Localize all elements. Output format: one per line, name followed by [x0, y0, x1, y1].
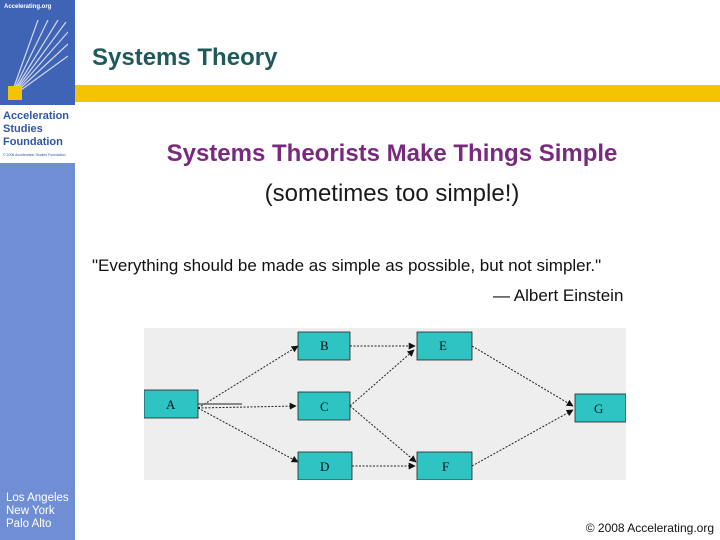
footer-copyright: © 2008 Accelerating.org: [585, 521, 714, 535]
city-los-angeles: Los Angeles: [6, 492, 69, 504]
edge-a-c: [197, 402, 297, 410]
node-e-label: E: [439, 338, 447, 353]
edge-c-e: [349, 349, 415, 407]
logo-line-1: Acceleration: [3, 110, 70, 122]
quote-text: "Everything should be made as simple as …: [92, 256, 602, 275]
slide-title: Systems Theory: [92, 44, 278, 71]
node-a: [144, 389, 199, 419]
node-g: [574, 393, 626, 423]
logo-url: Accelerating.org: [4, 4, 52, 10]
logo-line-2: Studies: [3, 123, 43, 135]
logo-burst-icon: [8, 20, 68, 100]
node-f-label: F: [442, 459, 449, 474]
diagram-nodes: [144, 331, 626, 480]
node-a-label: A: [166, 397, 176, 412]
node-c: [297, 391, 351, 421]
logo: Accelerating.org: [0, 0, 75, 105]
edge-a-b: [197, 345, 299, 409]
logo-wordmark: Acceleration Studies Foundation © 2008 A…: [0, 105, 75, 163]
city-palo-alto: Palo Alto: [6, 518, 52, 530]
node-b: [297, 331, 351, 361]
logo-copyright: © 2008 Acceleration Studies Foundation: [3, 153, 66, 157]
logo-line-3: Foundation: [3, 136, 63, 148]
node-e: [416, 331, 473, 361]
edge-f-g: [471, 409, 574, 467]
node-b-label: B: [320, 338, 329, 353]
slide-subtitle-note: (sometimes too simple!): [264, 180, 520, 207]
quote-author: — Albert Einstein: [493, 286, 624, 305]
node-d: [297, 451, 353, 480]
node-g-label: G: [594, 401, 603, 416]
edge-c-f: [349, 405, 417, 463]
slide-subtitle: Systems Theorists Make Things Simple: [166, 140, 618, 167]
edge-a-d: [197, 407, 299, 463]
node-f: [416, 451, 473, 480]
node-c-label: C: [320, 399, 329, 414]
diagram-edges: [197, 342, 574, 470]
city-new-york: New York: [6, 505, 55, 517]
accent-bar: [75, 85, 720, 102]
systems-diagram: A B C D E F G: [144, 328, 626, 480]
office-locations: Los Angeles New York Palo Alto: [6, 492, 69, 531]
node-d-label: D: [320, 459, 329, 474]
